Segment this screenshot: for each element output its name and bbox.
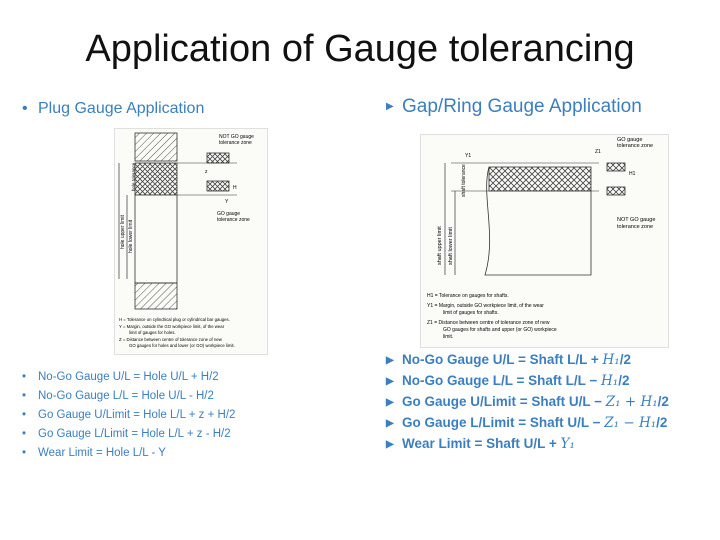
- hole-material-bottom: [134, 282, 178, 310]
- hole-tolerance-label: hole tolerance: [131, 162, 136, 191]
- arrow-bullet-icon: ▶: [386, 375, 394, 387]
- list-item: ▶No-Go Gauge L/L = Shaft L/L − H₁/2: [386, 370, 669, 391]
- bullet-icon: •: [22, 371, 27, 383]
- caption-h: H = Tolerance on cylindrical plug or cyl…: [119, 317, 230, 322]
- not-go-label: NOT GO gauge: [617, 217, 655, 223]
- ring-gauge-formula-list: ▶No-Go Gauge U/L = Shaft L/L + H₁/2 ▶No-…: [386, 349, 669, 454]
- hole-material-top: [134, 132, 178, 162]
- caption-z2: GO gauges for holes and lower (or GO) wo…: [129, 343, 235, 348]
- z-label: z: [205, 169, 208, 175]
- shaft-tolerance-label: shaft tolerance: [461, 164, 467, 197]
- plug-gauge-heading: • Plug Gauge Application: [22, 100, 204, 118]
- go-zone: [606, 162, 626, 172]
- caption-z1a: Z1 = Distance between centre of toleranc…: [427, 320, 550, 326]
- caption-y2: limit of gauges for holes.: [129, 330, 176, 335]
- y1-label: Y1: [465, 153, 471, 159]
- arrow-bullet-icon: ▶: [386, 417, 394, 429]
- shaft-tolerance-zone: [488, 166, 592, 192]
- caption-y1: Y = Margin, outside the GO workpiece lim…: [119, 324, 225, 329]
- arrow-bullet-icon: ▶: [386, 354, 394, 366]
- h1-label: H1: [629, 171, 636, 177]
- list-item: ▶No-Go Gauge U/L = Shaft L/L + H₁/2: [386, 349, 669, 370]
- bullet-icon: •: [22, 447, 27, 459]
- go-label: GO gauge: [617, 137, 642, 143]
- caption-z1b: GO gauges for shafts and upper (or GO) w…: [443, 327, 557, 333]
- caption-y1b: limit of gauges for shafts.: [443, 310, 499, 316]
- z1-label: Z1: [595, 149, 601, 155]
- caption-z1: Z = Distance between centre of tolerance…: [119, 337, 223, 342]
- bullet-icon: •: [22, 390, 27, 402]
- plug-gauge-diagram: hole upper limit hole lower limit hole t…: [118, 132, 254, 348]
- bullet-icon: •: [22, 100, 28, 117]
- plug-gauge-figure: hole upper limit hole lower limit hole t…: [114, 128, 268, 355]
- go-label-2: tolerance zone: [617, 143, 653, 149]
- arrow-bullet-icon: ▶: [386, 438, 394, 450]
- ring-gauge-heading-text: Gap/Ring Gauge Application: [402, 96, 642, 117]
- not-go-zone: [606, 186, 626, 196]
- slide-title: Application of Gauge tolerancing: [85, 28, 635, 70]
- bullet-icon: •: [22, 409, 27, 421]
- list-item: •No-Go Gauge L/L = Hole U/L - H/2: [22, 387, 235, 406]
- go-label-2: tolerance zone: [217, 217, 250, 223]
- shaft-upper-limit-label: shaft upper limit: [437, 226, 443, 265]
- y-label: Y: [225, 199, 229, 205]
- arrow-bullet-icon: ▶: [386, 101, 394, 113]
- bullet-icon: •: [22, 428, 27, 440]
- hole-tolerance-zone: [134, 162, 178, 196]
- not-go-label: NOT GO gauge: [219, 134, 254, 140]
- plug-gauge-heading-text: Plug Gauge Application: [38, 100, 205, 117]
- list-item: •No-Go Gauge U/L = Hole U/L + H/2: [22, 368, 235, 387]
- list-item: ▶Wear Limit = Shaft U/L + Y₁: [386, 433, 669, 454]
- list-item: •Go Gauge L/Limit = Hole L/L + z - H/2: [22, 425, 235, 444]
- caption-z1c: limit.: [443, 334, 453, 340]
- go-zone: [206, 180, 230, 192]
- list-item: •Go Gauge U/Limit = Hole L/L + z + H/2: [22, 406, 235, 425]
- caption-y1a: Y1 = Margin, outside GO workpiece limit,…: [427, 303, 544, 309]
- go-label: GO gauge: [217, 211, 240, 217]
- arrow-bullet-icon: ▶: [386, 396, 394, 408]
- hole-lower-limit-label: hole lower limit: [128, 219, 134, 253]
- not-go-label-2: tolerance zone: [219, 140, 252, 146]
- ring-gauge-diagram: shaft upper limit shaft lower limit shaf…: [427, 137, 655, 340]
- not-go-label-2: tolerance zone: [617, 224, 653, 230]
- shaft-lower-limit-label: shaft lower limit: [448, 227, 454, 265]
- ring-gauge-heading: ▶ Gap/Ring Gauge Application: [386, 96, 642, 118]
- list-item: ▶Go Gauge U/Limit = Shaft U/L − Z₁ + H₁/…: [386, 391, 669, 412]
- list-item: •Wear Limit = Hole L/L - Y: [22, 444, 235, 463]
- plug-gauge-formula-list: •No-Go Gauge U/L = Hole U/L + H/2 •No-Go…: [22, 368, 235, 463]
- list-item: ▶Go Gauge L/Limit = Shaft U/L − Z₁ − H₁/…: [386, 412, 669, 433]
- shaft-outline: [484, 166, 592, 276]
- ring-gauge-figure: shaft upper limit shaft lower limit shaf…: [420, 134, 669, 348]
- hole-opening: [134, 194, 178, 284]
- h-label: H: [233, 185, 237, 191]
- hole-upper-limit-label: hole upper limit: [120, 214, 126, 249]
- not-go-zone: [206, 152, 230, 164]
- caption-h1: H1 = Tolerance on gauges for shafts.: [427, 293, 509, 299]
